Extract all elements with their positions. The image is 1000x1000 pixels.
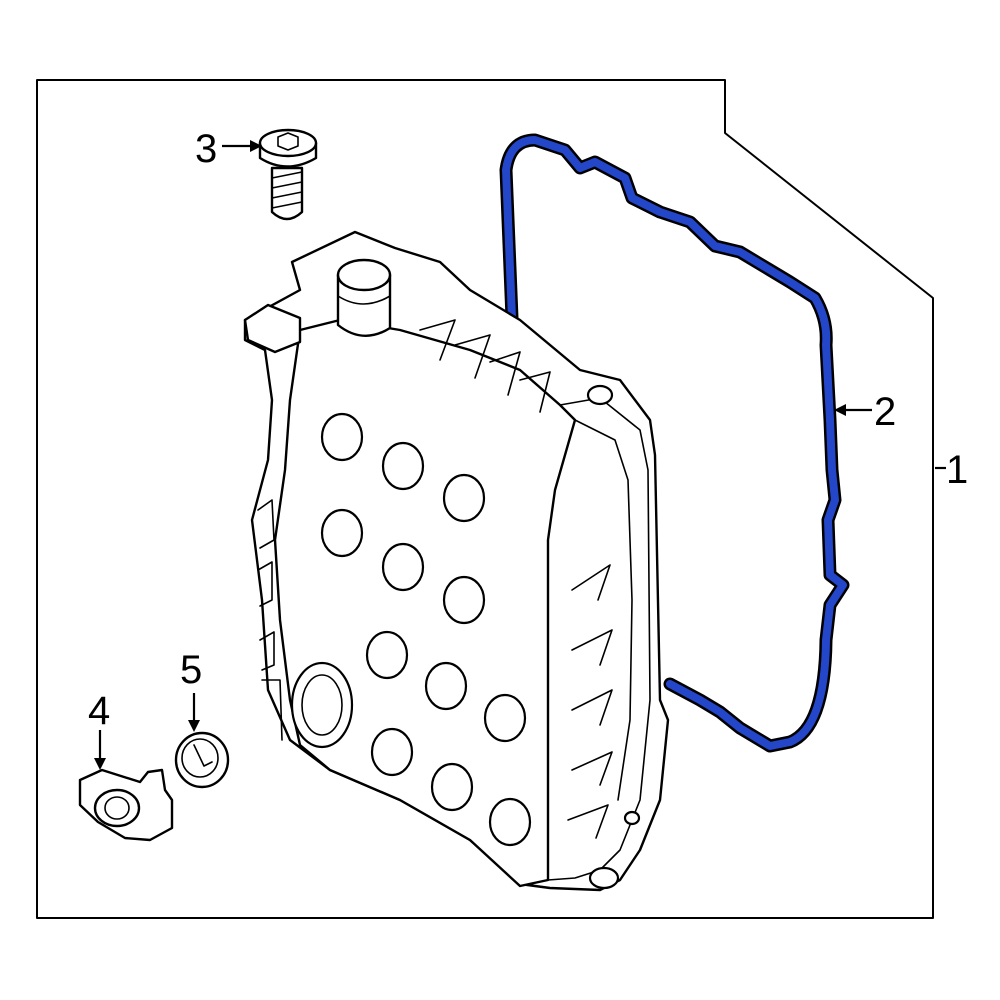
solenoid-ports bbox=[320, 412, 532, 847]
cover-boss bbox=[336, 258, 392, 337]
assembly-frame bbox=[36, 79, 934, 919]
callout-5: 5 bbox=[180, 648, 202, 692]
leader-lines bbox=[94, 140, 946, 770]
callout-3: 3 bbox=[195, 127, 217, 171]
valve-body-cover[interactable] bbox=[243, 230, 670, 892]
clip[interactable] bbox=[78, 768, 174, 842]
callout-1: 1 bbox=[946, 448, 968, 492]
callout-4: 4 bbox=[88, 689, 110, 733]
callout-2: 2 bbox=[874, 390, 896, 434]
seal[interactable] bbox=[174, 731, 230, 789]
bolt[interactable] bbox=[258, 128, 318, 221]
gasket[interactable] bbox=[499, 133, 850, 753]
